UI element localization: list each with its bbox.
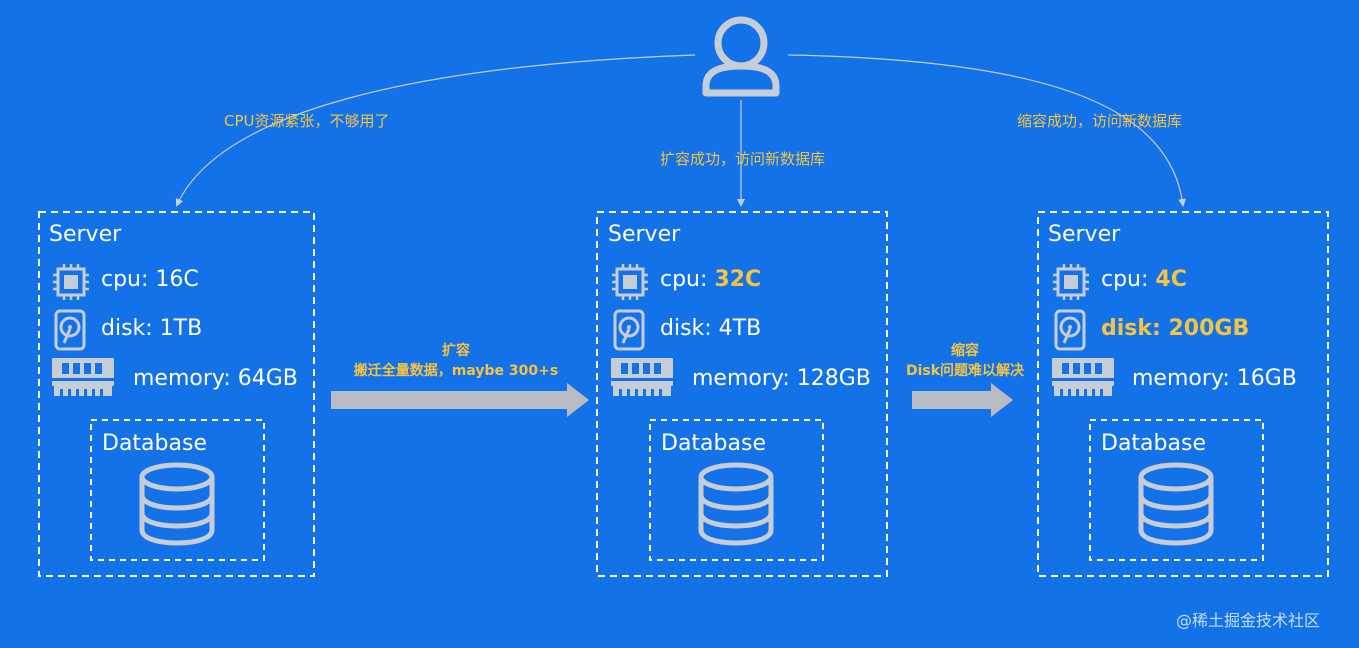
edge-user-to-server-1 bbox=[175, 54, 696, 207]
server-box-3 bbox=[1037, 211, 1329, 577]
disk-spec: disk: 200GB bbox=[1101, 316, 1250, 341]
edge-user-to-server-3 bbox=[787, 54, 1187, 207]
database-title: Database bbox=[661, 431, 766, 456]
cpu-icon bbox=[612, 264, 648, 300]
disk-icon bbox=[1054, 309, 1086, 351]
cpu-spec: cpu: 4C bbox=[1101, 267, 1187, 292]
disk-spec: disk: 1TB bbox=[101, 316, 203, 341]
user-icon bbox=[702, 16, 780, 97]
server-title: Server bbox=[608, 222, 681, 247]
server-box-1 bbox=[38, 211, 315, 577]
cpu-spec-value: 32C bbox=[714, 267, 762, 292]
transition-arrow-1 bbox=[331, 383, 589, 417]
database-title: Database bbox=[102, 431, 207, 456]
cpu-spec: cpu: 32C bbox=[660, 267, 761, 292]
memory-spec: memory: 64GB bbox=[133, 366, 298, 391]
database-box-2 bbox=[649, 419, 824, 561]
server-box-2 bbox=[596, 211, 888, 577]
cpu-icon bbox=[1053, 264, 1089, 300]
watermark: @稀土掘金技术社区 bbox=[1176, 611, 1321, 630]
memory-icon bbox=[52, 358, 114, 396]
memory-spec: memory: 128GB bbox=[692, 366, 871, 391]
edge-label-left: CPU资源紧张，不够用了 bbox=[224, 112, 390, 130]
cpu-icon bbox=[53, 264, 89, 300]
database-icon bbox=[1138, 462, 1214, 546]
edge-label-middle: 扩容成功，访问新数据库 bbox=[660, 150, 826, 168]
memory-icon bbox=[1052, 358, 1114, 396]
database-icon bbox=[139, 462, 215, 546]
transition-title: 扩容 bbox=[442, 343, 470, 359]
disk-icon bbox=[54, 309, 86, 351]
disk-icon bbox=[613, 309, 645, 351]
cpu-spec-prefix: cpu: bbox=[1101, 267, 1156, 292]
cpu-spec: cpu: 16C bbox=[101, 267, 199, 292]
transition-arrow-2 bbox=[912, 383, 1013, 417]
transition-label-2: 缩容 Disk问题难以解决 bbox=[892, 341, 1038, 381]
memory-icon bbox=[611, 358, 673, 396]
memory-spec: memory: 16GB bbox=[1132, 366, 1297, 391]
server-title: Server bbox=[1048, 222, 1121, 247]
database-box-1 bbox=[90, 419, 265, 561]
cpu-spec-value: 4C bbox=[1155, 267, 1187, 292]
transition-label-1: 扩容 搬迁全量数据，maybe 300+s bbox=[330, 341, 582, 381]
cpu-spec-prefix: cpu: bbox=[660, 267, 715, 292]
transition-subtitle: 搬迁全量数据，maybe 300+s bbox=[353, 363, 559, 379]
database-box-3 bbox=[1089, 419, 1264, 561]
server-title: Server bbox=[49, 222, 122, 247]
transition-subtitle: Disk问题难以解决 bbox=[905, 363, 1025, 379]
disk-spec: disk: 4TB bbox=[660, 316, 762, 341]
transition-title: 缩容 bbox=[951, 343, 979, 359]
edge-label-right: 缩容成功，访问新数据库 bbox=[1017, 112, 1183, 130]
database-icon bbox=[698, 462, 774, 546]
database-title: Database bbox=[1101, 431, 1206, 456]
